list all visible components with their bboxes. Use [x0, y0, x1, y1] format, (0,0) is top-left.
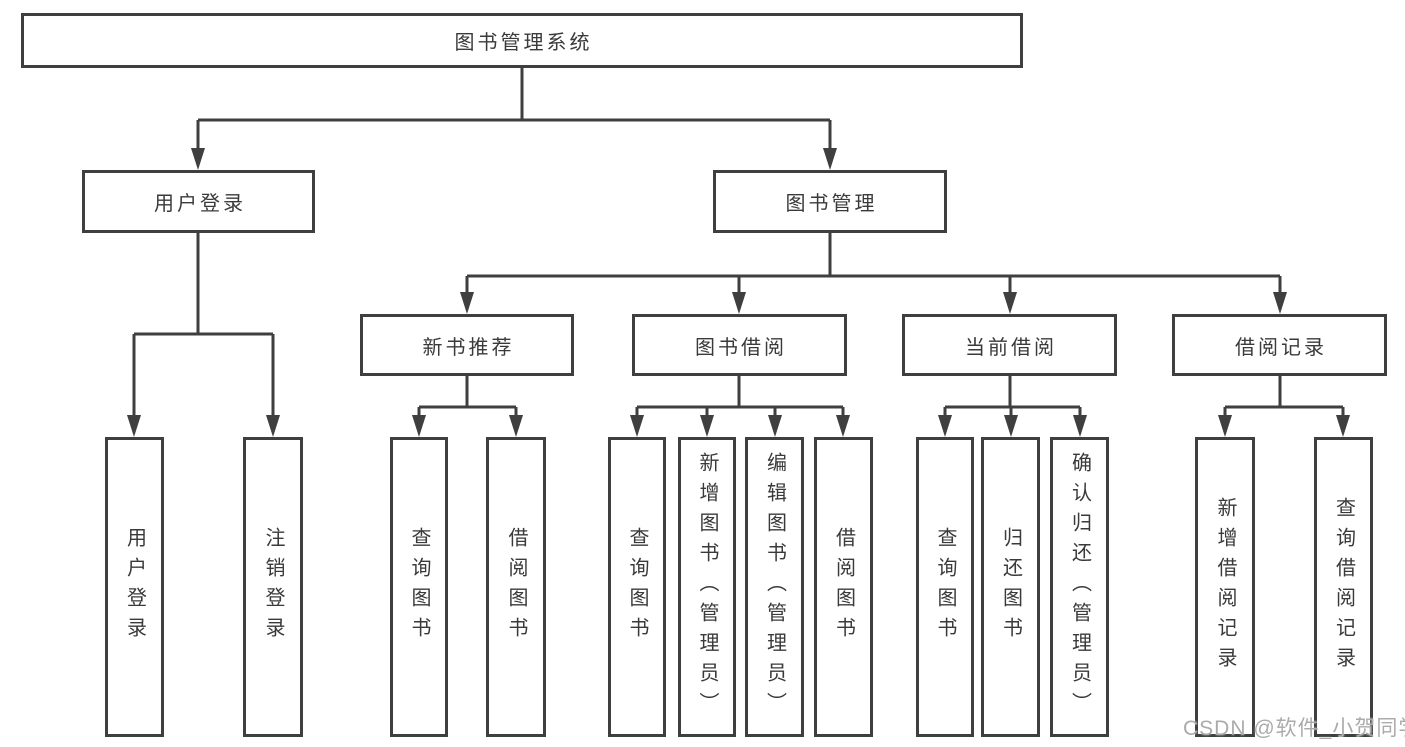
connector-root-to-level1 [196, 68, 832, 152]
node-library-system: 图书管理系统 [21, 13, 1023, 68]
arrow-down-icon [1273, 292, 1287, 314]
leaf-add-books-admin: 新增图书（管理员） [678, 437, 736, 737]
arrow-down-icon [630, 415, 644, 437]
leaf-edit-books-admin: 编辑图书（管理员） [745, 437, 804, 737]
leaf-query-books-2: 查询图书 [608, 437, 666, 737]
arrow-down-icon [700, 415, 714, 437]
connector-current-borrowing-to-leaves [943, 376, 1082, 419]
node-book-management: 图书管理 [713, 170, 947, 233]
arrow-down-icon [836, 415, 850, 437]
arrow-down-icon [1004, 415, 1018, 437]
leaf-user-login: 用户登录 [105, 437, 164, 737]
arrow-down-icon [509, 415, 523, 437]
arrow-down-icon [1336, 415, 1350, 437]
leaf-borrow-books-1: 借阅图书 [486, 437, 546, 737]
arrow-down-icon [823, 148, 837, 170]
leaf-confirm-return-admin: 确认归还（管理员） [1050, 437, 1109, 737]
leaf-add-borrow-record: 新增借阅记录 [1195, 437, 1255, 737]
connector-user-login-to-leaves [132, 233, 275, 419]
node-user-login: 用户登录 [82, 170, 315, 233]
csdn-watermark: CSDN @软件_小贺同学 [1183, 717, 1405, 740]
arrow-down-icon [1003, 292, 1017, 314]
arrow-down-icon [127, 415, 141, 437]
leaf-query-books-1: 查询图书 [390, 437, 448, 737]
node-current-borrowing: 当前借阅 [902, 314, 1117, 376]
arrow-down-icon [266, 415, 280, 437]
arrowheads [127, 148, 1350, 437]
arrow-down-icon [732, 292, 746, 314]
arrow-down-icon [460, 292, 474, 314]
leaf-query-borrow-record: 查询借阅记录 [1314, 437, 1373, 737]
leaf-borrow-books-2: 借阅图书 [814, 437, 873, 737]
arrow-down-icon [768, 415, 782, 437]
node-book-borrowing: 图书借阅 [632, 314, 847, 376]
leaf-return-books: 归还图书 [981, 437, 1040, 737]
arrow-down-icon [1218, 415, 1232, 437]
leaf-query-books-3: 查询图书 [916, 437, 974, 737]
leaf-logout: 注销登录 [243, 437, 303, 737]
arrow-down-icon [1073, 415, 1087, 437]
connector-new-book-recommend-to-leaves [417, 376, 518, 419]
arrow-down-icon [938, 415, 952, 437]
node-borrowing-records: 借阅记录 [1172, 314, 1387, 376]
connector-borrowing-records-to-leaves [1223, 376, 1345, 419]
node-new-book-recommend: 新书推荐 [360, 314, 574, 376]
connector-book-management-to-level2 [465, 233, 1282, 296]
arrow-down-icon [412, 415, 426, 437]
arrow-down-icon [191, 148, 205, 170]
connector-book-borrowing-to-leaves [635, 376, 845, 419]
